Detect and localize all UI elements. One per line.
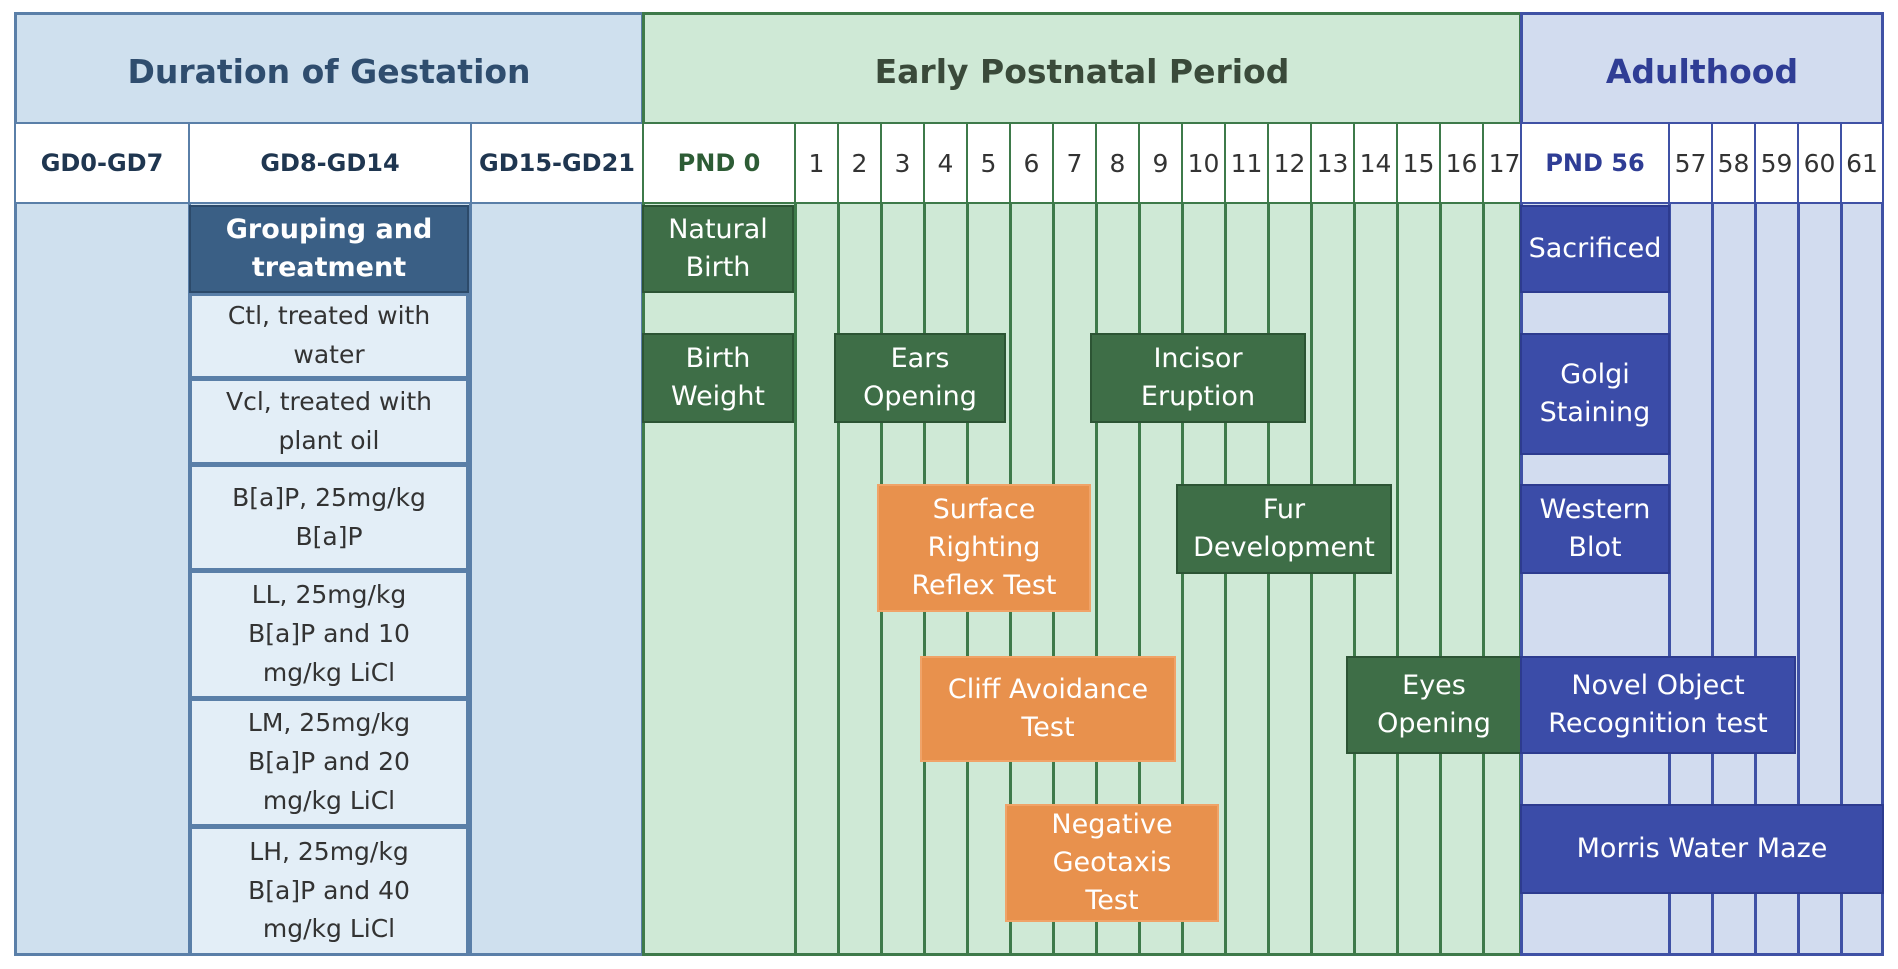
group-item: LL, 25mg/kg B[a]P and 10 mg/kg LiCl [189,570,469,699]
header-day-13: 13 [1310,122,1355,204]
header-day-6: 6 [1009,122,1054,204]
group-item: Ctl, treated with water [189,293,469,379]
header-day-12: 12 [1267,122,1312,204]
surface-righting-box: Surface Righting Reflex Test [877,484,1091,612]
grid-line [1439,200,1442,956]
group-item: Vcl, treated with plant oil [189,378,469,465]
fur-development-box: Fur Development [1176,484,1392,574]
header-pnd0: PND 0 [642,122,796,204]
cliff-avoidance-box: Cliff Avoidance Test [920,656,1176,762]
grid-line [1353,200,1356,956]
ears-opening-box: Ears Opening [834,333,1006,423]
group-item: LH, 25mg/kg B[a]P and 40 mg/kg LiCl [189,826,469,956]
header-day-16: 16 [1439,122,1484,204]
header-day-60: 60 [1797,122,1842,204]
group-item: LM, 25mg/kg B[a]P and 20 mg/kg LiCl [189,698,469,827]
grid-line [1138,200,1141,956]
header-day-8: 8 [1095,122,1140,204]
header-day-14: 14 [1353,122,1398,204]
postnatal-title: Early Postnatal Period [874,51,1290,91]
grid-line [1482,200,1485,956]
header-day-11: 11 [1224,122,1269,204]
grid-line [1840,200,1843,956]
header-day-10: 10 [1181,122,1226,204]
birth-weight-box: Birth Weight [642,333,794,423]
eyes-opening-box: Eyes Opening [1346,656,1522,754]
header-pnd56: PND 56 [1520,122,1670,204]
header-day-59: 59 [1754,122,1799,204]
header-day-2: 2 [837,122,882,204]
negative-geotaxis-box: Negative Geotaxis Test [1005,804,1219,922]
grid-line [794,200,797,956]
header-day-15: 15 [1396,122,1441,204]
header-day-57: 57 [1668,122,1713,204]
grid-line [1797,200,1800,956]
grid-line [1181,200,1184,956]
header-day-7: 7 [1052,122,1097,204]
group-item: B[a]P, 25mg/kg B[a]P [189,464,469,571]
header-day-5: 5 [966,122,1011,204]
grid-line [1267,200,1270,956]
grid-line [837,200,840,956]
adulthood-title: Adulthood [1605,51,1799,91]
gestation-divider-2 [469,200,472,956]
header-day-4: 4 [923,122,968,204]
morris-water-maze-box: Morris Water Maze [1520,804,1884,894]
grid-line [1095,200,1098,956]
western-blot-box: Western Blot [1520,484,1670,574]
grid-line [1396,200,1399,956]
header-day-58: 58 [1711,122,1756,204]
incisor-eruption-box: Incisor Eruption [1090,333,1306,423]
grid-line [1668,200,1671,956]
header-day-1: 1 [794,122,839,204]
header-day-61: 61 [1840,122,1884,204]
grid-line [1711,200,1714,956]
grid-line [1310,200,1313,956]
grouping-title: Grouping and treatment [189,205,469,293]
novel-object-box: Novel Object Recognition test [1520,656,1796,754]
header-gd8-gd14: GD8-GD14 [188,122,472,204]
golgi-staining-box: Golgi Staining [1520,333,1670,455]
gestation-title: Duration of Gestation [127,51,531,91]
header-day-9: 9 [1138,122,1183,204]
sacrificed-box: Sacrificed [1520,205,1670,293]
header-gd15-gd21: GD15-GD21 [470,122,644,204]
natural-birth-box: Natural Birth [642,205,794,293]
grid-line [1754,200,1757,956]
grid-line [1224,200,1227,956]
header-day-3: 3 [880,122,925,204]
header-gd0-gd7: GD0-GD7 [14,122,190,204]
